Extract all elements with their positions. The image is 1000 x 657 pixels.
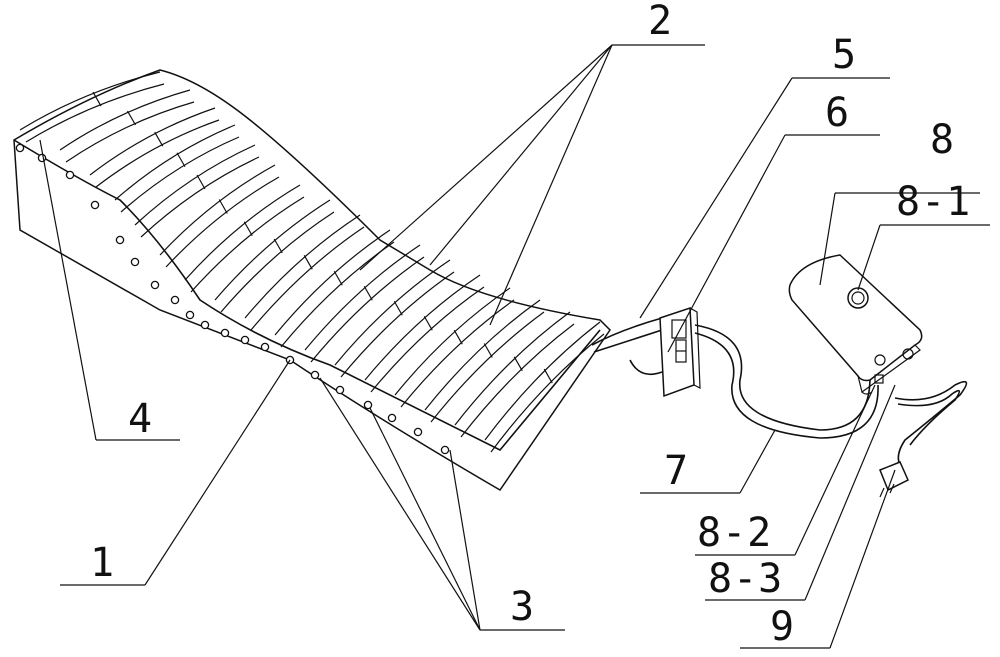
cell-band (303, 255, 313, 270)
label-8: 8 (930, 117, 955, 163)
hose-7b (694, 332, 879, 439)
air-cell-seam (400, 299, 515, 408)
air-cell (89, 107, 216, 176)
label-8-3: 8-3 (708, 556, 783, 602)
air-cell (304, 244, 421, 351)
valve-dot (440, 445, 450, 455)
air-cell (59, 89, 191, 151)
hose-6 (629, 359, 663, 376)
leader-lines (39, 44, 990, 649)
cell-band (196, 174, 206, 190)
valve-dot (310, 370, 320, 380)
cell-band (154, 131, 164, 147)
air-cell-seam (220, 211, 335, 313)
valve-dot (200, 320, 210, 330)
cell-band (513, 356, 523, 372)
cell-band (273, 238, 283, 254)
cell-band (483, 343, 493, 358)
hose-5b (593, 329, 663, 353)
label-7: 7 (664, 448, 689, 494)
air-cell-seam (370, 286, 485, 393)
cell-band (176, 152, 186, 168)
cell-band (393, 300, 403, 316)
air-cell-seam (310, 256, 425, 363)
valve-dot (115, 235, 125, 245)
cell-band (126, 110, 137, 126)
air-cell-seam (165, 176, 280, 268)
air-cell-seam (65, 101, 195, 163)
air-cell (274, 229, 391, 336)
valve-dot (260, 342, 270, 352)
mattress (13, 69, 611, 491)
valve-dot (413, 427, 423, 437)
air-cell (364, 274, 481, 381)
cell-band (363, 285, 373, 301)
control-box (659, 306, 701, 398)
air-cell-seam (25, 83, 165, 143)
label-2: 2 (648, 0, 673, 44)
edge-valves (15, 143, 450, 455)
hose-assembly (591, 317, 879, 439)
air-cell (394, 287, 511, 396)
mattress-wedge (13, 69, 611, 491)
air-cell (454, 311, 571, 426)
valve-dot (220, 328, 230, 338)
cell-band (453, 329, 463, 345)
label-9: 9 (770, 604, 795, 650)
valve-dot (130, 257, 140, 267)
air-cells (19, 71, 605, 453)
cell-band (423, 315, 433, 331)
air-cell (484, 321, 601, 441)
label-6: 6 (825, 90, 850, 136)
power-cord (879, 380, 968, 498)
air-cell (134, 144, 256, 226)
air-cell (214, 199, 331, 301)
air-cell-seam (340, 271, 455, 378)
valve-dot (170, 295, 180, 305)
cell-band (333, 270, 343, 286)
valve-dot (15, 143, 25, 153)
valve-dot (185, 310, 195, 320)
label-1: 1 (90, 540, 115, 586)
label-5: 5 (832, 32, 857, 78)
label-8-1: 8-1 (896, 179, 971, 225)
label-8-2: 8-2 (697, 510, 772, 556)
pump-unit (788, 254, 923, 395)
cell-band (543, 368, 553, 384)
air-cell-seam (140, 156, 260, 238)
air-cell-seam (430, 311, 545, 423)
cell-band (218, 199, 228, 214)
hose-5 (591, 317, 663, 346)
air-cell (334, 259, 451, 366)
air-cell-seam (490, 333, 605, 453)
valve-dot (37, 153, 47, 163)
air-cell (19, 71, 161, 131)
air-cell (159, 164, 276, 256)
air-cell-seam (250, 226, 365, 331)
air-cell-seam (120, 136, 240, 213)
cell-band (92, 91, 102, 107)
valve-dot (150, 280, 160, 290)
air-cell-seam (95, 119, 220, 188)
callout-labels: 2 5 6 8 8-1 4 7 8-2 1 8-3 3 9 (90, 0, 971, 650)
valve-dot (335, 385, 345, 395)
label-4: 4 (128, 396, 153, 442)
air-cell (114, 124, 236, 201)
air-cell (424, 299, 541, 411)
air-cell-seam (460, 323, 575, 438)
valve-dot (65, 170, 75, 180)
valve-dot (363, 400, 373, 410)
hose-7 (694, 324, 871, 431)
label-3: 3 (510, 584, 535, 630)
valve-dot (387, 413, 397, 423)
valve-dot (240, 335, 250, 345)
air-cell (244, 214, 361, 319)
air-cell-seam (190, 196, 305, 293)
cell-band (243, 221, 253, 237)
valve-dot (90, 200, 100, 210)
air-cell (184, 184, 301, 281)
